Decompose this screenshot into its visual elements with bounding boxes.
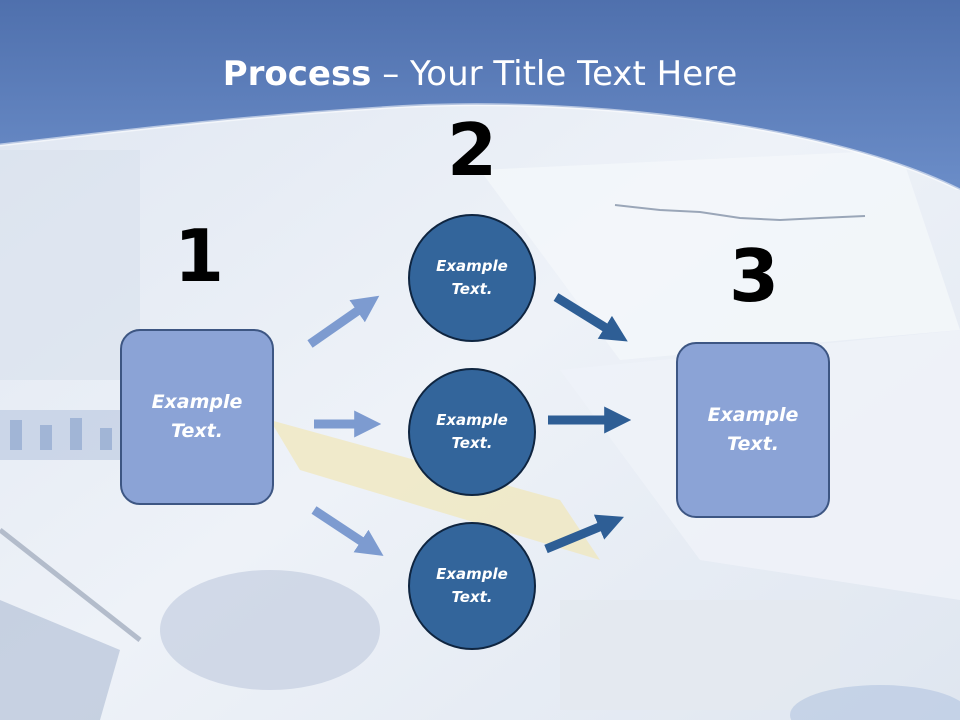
title-bold: Process bbox=[222, 54, 372, 94]
step-1-box: Example Text. bbox=[120, 329, 274, 505]
step-2-circle-bottom: Example Text. bbox=[408, 522, 536, 650]
step-3-text: Example Text. bbox=[707, 404, 799, 455]
step-2-text-bottom: Example Text. bbox=[436, 565, 508, 606]
arrow-2a-to-3 bbox=[553, 293, 628, 342]
step-number-1: 1 bbox=[173, 214, 225, 298]
header-band bbox=[0, 0, 960, 190]
arrow-2c-to-3 bbox=[544, 514, 624, 554]
step-2-text-middle: Example Text. bbox=[436, 411, 508, 452]
step-2-text-top: Example Text. bbox=[436, 257, 508, 298]
step-number-2: 2 bbox=[446, 108, 498, 192]
title-rest: – Your Title Text Here bbox=[371, 54, 738, 94]
slide-title: Process – Your Title Text Here bbox=[0, 52, 960, 96]
step-1-text: Example Text. bbox=[151, 391, 243, 442]
arrow-1-to-2a bbox=[307, 295, 380, 348]
arrow-1-to-2c bbox=[311, 506, 384, 556]
step-2-circle-top: Example Text. bbox=[408, 214, 536, 342]
step-3-box: Example Text. bbox=[676, 342, 830, 518]
step-2-circle-middle: Example Text. bbox=[408, 368, 536, 496]
step-number-3: 3 bbox=[728, 234, 780, 318]
